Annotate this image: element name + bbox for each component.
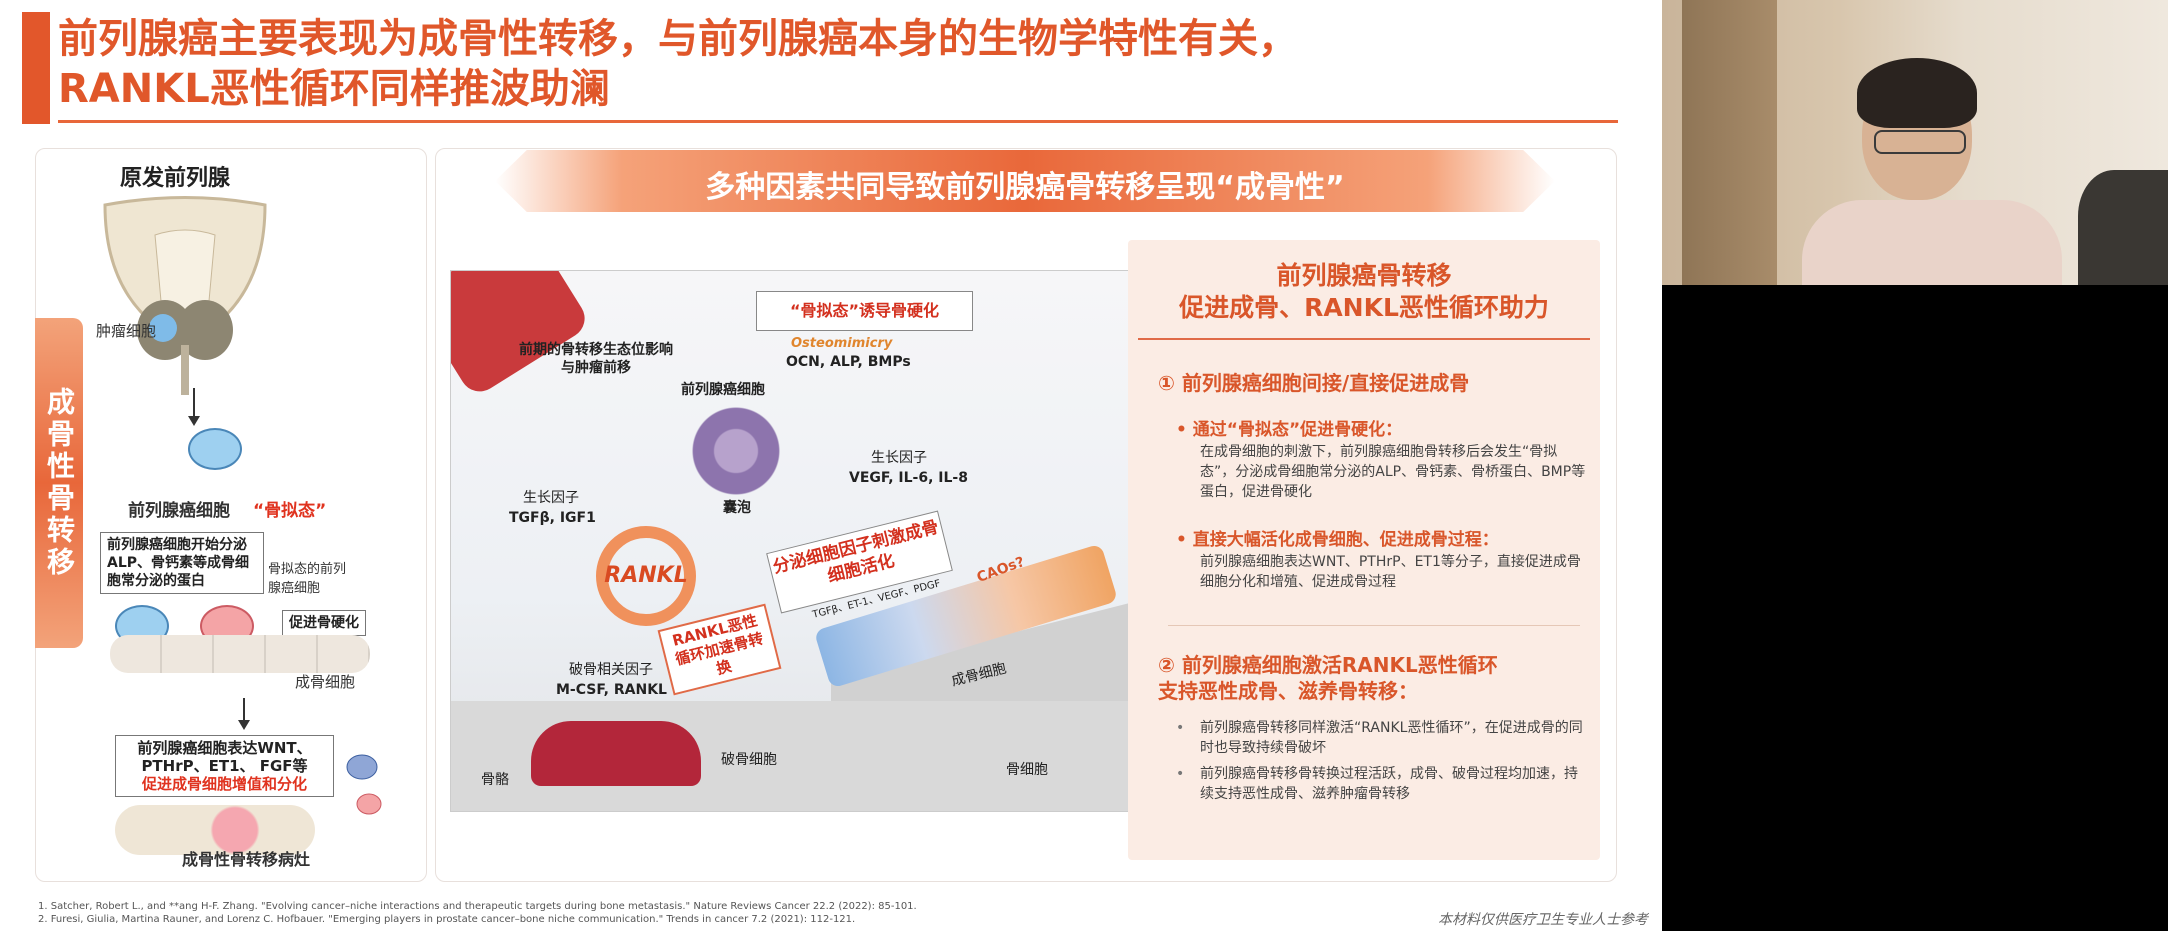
vesicles-label: 囊泡	[723, 500, 751, 516]
secretion-box: 前列腺癌细胞开始分泌ALP、骨钙素等成骨细胞常分泌的蛋白	[100, 532, 264, 594]
presenter-shirt	[1802, 200, 2062, 285]
title-line-2: RANKL恶性循环同样推波助澜	[58, 66, 610, 112]
rankl-tag: RANKL恶性循环加速骨转换	[657, 603, 782, 696]
summary-divider	[1138, 338, 1590, 340]
section-2-heading-line-1: ② 前列腺癌细胞激活RANKL恶性循环	[1158, 653, 1498, 677]
osteoclast-label: 破骨细胞	[721, 752, 777, 768]
prostate-illustration	[103, 196, 267, 395]
growth-right-value: VEGF, IL-6, IL-8	[849, 470, 968, 486]
osteomimicry-label: “骨拟态”	[253, 501, 327, 521]
arrow-1	[188, 388, 200, 426]
reference-1: 1. Satcher, Robert L., and **ang H-F. Zh…	[38, 901, 917, 912]
slide-title: 前列腺癌主要表现为成骨性转移，与前列腺癌本身的生物学特性有关， RANKL恶性循…	[58, 14, 1558, 114]
section-separator	[1168, 625, 1580, 626]
references: 1. Satcher, Robert L., and **ang H-F. Zh…	[38, 900, 917, 926]
mechanism-figure: RANKL 前期的骨转移生态位影响与肿瘤前移 “骨拟态”诱导骨硬化 Osteom…	[450, 270, 1142, 812]
title-accent-bar	[22, 12, 50, 124]
osteomimicry-en: Osteomimicry	[791, 336, 893, 351]
section-2-body-1: 前列腺癌骨转移同样激活“RANKL恶性循环”，在促进成骨的同时也导致持续骨破坏	[1200, 720, 1583, 756]
webcam-feed[interactable]	[1662, 0, 2168, 285]
tumor-cell-label: 肿瘤细胞	[96, 322, 157, 340]
osteoclast-illustration	[531, 721, 701, 786]
niche-text: 前期的骨转移生态位影响与肿瘤前移	[519, 342, 673, 376]
blood-vessel	[451, 271, 593, 399]
pca-cell-label: 前列腺癌细胞	[128, 501, 230, 521]
section-2-heading: ② 前列腺癌细胞激活RANKL恶性循环 支持恶性成骨、滋养骨转移：	[1158, 652, 1498, 704]
osteoblast-row	[110, 635, 370, 673]
title-underline	[58, 120, 1618, 123]
growth-left-value: TGFβ, IGF1	[509, 510, 596, 526]
banner: 多种因素共同导致前列腺癌骨转移呈现“成骨性”	[495, 150, 1555, 212]
summary-title: 前列腺癌骨转移 促进成骨、RANKL恶性循环助力	[1128, 260, 1600, 324]
wnt-box-line-2: 促进成骨细胞增值和分化	[141, 775, 307, 793]
wnt-box-line-1: 前列腺癌细胞表达WNT、PTHrP、ET1、 FGF等	[137, 739, 312, 775]
background-shadow	[2078, 170, 2168, 285]
reference-2: 2. Furesi, Giulia, Martina Rauner, and L…	[38, 914, 856, 925]
presentation-slide: 前列腺癌主要表现为成骨性转移，与前列腺癌本身的生物学特性有关， RANKL恶性循…	[0, 0, 1662, 931]
osteomimicry-box: “骨拟态”诱导骨硬化	[756, 291, 973, 331]
section-1-sub-2: • 直接大幅活化成骨细胞、促进成骨过程：	[1176, 530, 1499, 550]
video-panel	[1662, 0, 2168, 931]
summary-panel: 前列腺癌骨转移 促进成骨、RANKL恶性循环助力 ① 前列腺癌细胞间接/直接促进…	[1128, 240, 1600, 860]
side-tab: 成骨性骨转移	[35, 318, 83, 648]
summary-title-line-1: 前列腺癌骨转移	[1276, 261, 1452, 290]
small-blue-cell-icon	[346, 754, 378, 780]
wnt-box: 前列腺癌细胞表达WNT、PTHrP、ET1、 FGF等 促进成骨细胞增值和分化	[115, 735, 334, 797]
section-1-sub-1: • 通过“骨拟态”促进骨硬化：	[1176, 420, 1403, 440]
summary-title-line-2: 促进成骨、RANKL恶性循环助力	[1179, 293, 1549, 322]
bone-factor-label: 破骨相关因子	[569, 662, 653, 678]
section-2-body-2: 前列腺癌骨转移骨转换过程活跃，成骨、破骨过程均加速，持续支持恶性成骨、滋养肿瘤骨…	[1200, 766, 1578, 802]
ocn-text: OCN, ALP, BMPs	[786, 354, 911, 370]
arrow-2	[238, 698, 250, 730]
section-2-heading-line-2: 支持恶性成骨、滋养骨转移：	[1158, 679, 1418, 703]
section-1-body-2: 前列腺癌细胞表达WNT、PTHrP、ET1等分子，直接促进成骨细胞分化和增殖、促…	[1200, 554, 1581, 590]
lesion-illustration	[115, 805, 315, 855]
title-line-1: 前列腺癌主要表现为成骨性转移，与前列腺癌本身的生物学特性有关，	[58, 16, 1298, 62]
mimic-cell-label: 骨拟态的前列腺癌细胞	[268, 562, 347, 596]
banner-text: 多种因素共同导致前列腺癌骨转移呈现“成骨性”	[705, 170, 1345, 205]
lesion-label: 成骨性骨转移病灶	[182, 850, 311, 869]
tumor-cluster	[681, 406, 791, 496]
tumor-cell-icon	[188, 428, 242, 470]
growth-left-label: 生长因子	[523, 490, 579, 506]
osteocyte-label: 骨细胞	[1006, 762, 1048, 778]
bullet-1: •	[1176, 720, 1185, 736]
presenter-glasses	[1874, 130, 1966, 154]
rankl-label: RANKL	[604, 563, 688, 588]
bullet-2: •	[1176, 766, 1185, 782]
bone-factor-value: M-CSF, RANKL	[556, 682, 667, 698]
promote-sclerosis-box: 促进骨硬化	[282, 610, 366, 636]
left-heading: 原发前列腺	[120, 166, 231, 191]
growth-right-label: 生长因子	[871, 450, 927, 466]
section-1-body-1: 在成骨细胞的刺激下，前列腺癌细胞骨转移后会发生“骨拟态”，分泌成骨细胞常分泌的A…	[1200, 444, 1586, 500]
small-pink-cell-icon	[356, 793, 382, 815]
section-1-heading: ① 前列腺癌细胞间接/直接促进成骨	[1158, 371, 1470, 395]
disclaimer: 本材料仅供医疗卫生专业人士参考	[1438, 912, 1648, 928]
osteoblast-label: 成骨细胞	[295, 673, 356, 691]
bone-label: 骨骼	[481, 772, 509, 788]
presenter-hair	[1857, 58, 1977, 128]
pca-cells-text: 前列腺癌细胞	[681, 382, 765, 398]
background-doorframe	[1682, 0, 1777, 285]
